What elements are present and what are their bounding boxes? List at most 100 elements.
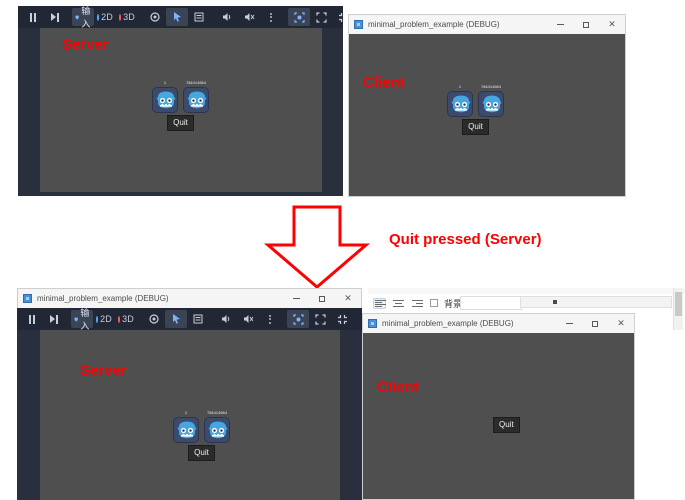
top-left-server-window[interactable]: 输入 2D 3D [18,6,343,196]
quit-button[interactable]: Quit [493,417,520,433]
minimize-button[interactable] [547,15,573,34]
server-player-group: 1 784414664 Quit [173,410,230,461]
expand-view-button[interactable] [310,8,332,26]
close-icon: ✕ [608,19,616,29]
collapse-view-button[interactable] [331,310,353,328]
fit-view-button[interactable] [287,310,309,328]
window-title: minimal_problem_example (DEBUG) [382,319,514,328]
circle-2d-icon [96,315,99,323]
document-input-field[interactable] [460,296,522,310]
visibility-icon [150,12,160,22]
mute-button[interactable] [237,310,259,328]
step-frame-button[interactable] [44,8,66,26]
collapse-view-button[interactable] [332,8,343,26]
bottom-left-server-window[interactable]: minimal_problem_example (DEBUG) ✕ 输入 2D [17,288,362,500]
window-controls[interactable]: ✕ [547,15,625,34]
view-3d-button[interactable]: 3D [116,8,138,26]
app-icon [23,294,32,303]
player-slot: 1 [152,80,178,113]
maximize-icon [583,21,589,28]
visibility-button[interactable] [144,8,166,26]
pause-button[interactable] [21,310,43,328]
trophy-icon [75,15,79,19]
view-2d-label: 2D [101,12,113,22]
mute-button[interactable] [238,8,260,26]
ruler-tab-marker[interactable] [553,300,557,304]
select-cursor-button[interactable] [166,8,188,26]
mute-icon [244,13,254,21]
scene-list-button[interactable] [188,8,210,26]
client-player-group: 1 784414664 Quit [447,84,504,135]
close-button[interactable]: ✕ [335,289,361,308]
client-title-bar[interactable]: minimal_problem_example (DEBUG) ✕ [362,313,635,333]
maximize-button[interactable] [573,15,599,34]
step-frame-button[interactable] [43,310,65,328]
client-role-label: Client [363,74,405,91]
quit-button[interactable]: Quit [462,119,489,135]
view-2d-button[interactable]: 2D [94,8,116,26]
window-controls[interactable]: ✕ [283,289,361,308]
checkbox-icon[interactable] [430,299,438,307]
align-right-icon[interactable] [411,298,424,309]
view-3d-button[interactable]: 3D [115,310,137,328]
pause-button[interactable] [22,8,44,26]
cursor-icon [173,12,181,22]
collapse-icon [337,314,347,324]
audio-button[interactable] [216,8,238,26]
select-cursor-button[interactable] [165,310,187,328]
maximize-button[interactable] [582,314,608,333]
visibility-button[interactable] [143,310,165,328]
fit-view-button[interactable] [288,8,310,26]
app-icon [368,319,377,328]
server-game-viewport[interactable]: Server 1 784414664 Quit [40,28,322,192]
player-slot: 784414664 [183,80,209,113]
client-game-viewport[interactable]: Client 1 784414664 Quit [348,34,626,197]
view-2d-label: 2D [100,314,112,324]
audio-icon [222,13,230,21]
close-button[interactable]: ✕ [608,314,634,333]
top-right-client-window[interactable]: minimal_problem_example (DEBUG) ✕ Client… [348,14,626,197]
trophy-icon [74,317,78,321]
bottom-right-client-window[interactable]: minimal_problem_example (DEBUG) ✕ Client… [362,313,635,500]
close-icon: ✕ [344,293,352,303]
input-inspector-button[interactable]: 输入 [72,6,94,28]
scene-list-button[interactable] [187,310,209,328]
overflow-menu-button[interactable] [259,310,281,328]
close-button[interactable]: ✕ [599,15,625,34]
godot-avatar-icon [447,91,473,117]
window-title: minimal_problem_example (DEBUG) [368,20,500,29]
client-title-bar[interactable]: minimal_problem_example (DEBUG) ✕ [348,14,626,34]
visibility-icon [149,314,159,324]
server-title-bar[interactable]: minimal_problem_example (DEBUG) ✕ [17,288,362,308]
server-game-viewport[interactable]: Server 1 784414664 [40,330,340,500]
player-id-label: 784414664 [206,410,228,415]
quit-button[interactable]: Quit [167,115,194,131]
overflow-menu-button[interactable] [260,8,282,26]
document-scrollbar[interactable] [673,288,683,330]
input-label: 输入 [81,6,91,28]
minimize-button[interactable] [556,314,582,333]
fit-icon [292,313,304,325]
quit-button[interactable]: Quit [188,445,215,461]
audio-button[interactable] [215,310,237,328]
document-ruler[interactable] [520,296,672,308]
minimize-button[interactable] [283,289,309,308]
view-2d-button[interactable]: 2D [93,310,115,328]
godot-debug-toolbar[interactable]: 输入 2D 3D [17,308,362,330]
expand-view-button[interactable] [309,310,331,328]
align-left-icon[interactable] [373,297,386,309]
mute-icon [243,315,253,323]
minimize-icon [565,323,573,324]
toolbar-top-edge [368,288,685,294]
player-id-label: 1 [163,80,167,85]
player-slot: 1 [173,410,199,443]
client-game-viewport[interactable]: Client Quit [362,333,635,500]
godot-debug-toolbar[interactable]: 输入 2D 3D [18,6,343,28]
overflow-menu-button-2[interactable] [353,310,362,328]
input-inspector-button[interactable]: 输入 [71,308,93,330]
maximize-button[interactable] [309,289,335,308]
align-center-icon[interactable] [392,298,405,309]
pause-icon [30,12,36,22]
scrollbar-thumb[interactable] [675,292,682,316]
window-controls[interactable]: ✕ [556,314,634,333]
